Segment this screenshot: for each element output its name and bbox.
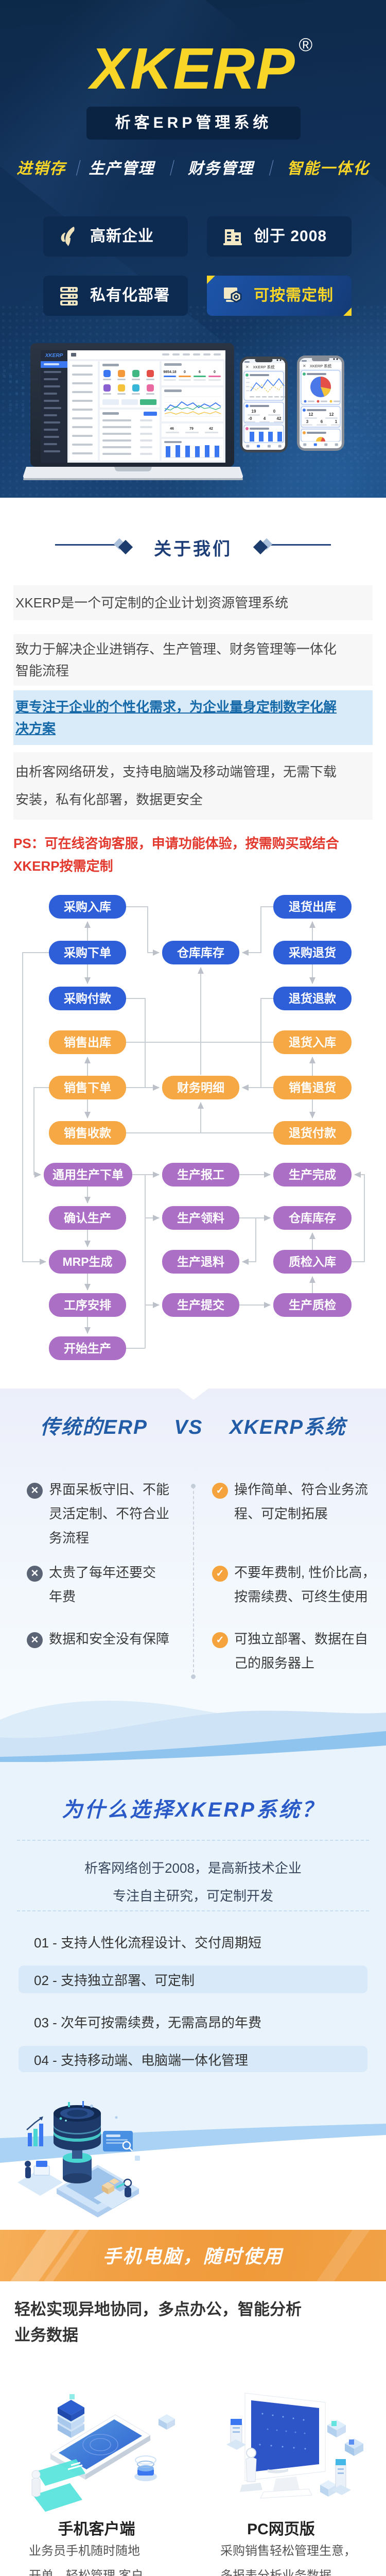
svg-text:19: 19 <box>252 409 256 414</box>
svg-text:仓库库存: 仓库库存 <box>177 946 224 959</box>
svg-text:0: 0 <box>214 370 216 374</box>
svg-text:生产提交: 生产提交 <box>177 1298 224 1312</box>
svg-text:采购付款: 采购付款 <box>64 992 112 1005</box>
svg-text:6: 6 <box>321 419 323 424</box>
svg-text:79: 79 <box>189 427 194 431</box>
svg-text:采购退货: 采购退货 <box>289 946 336 959</box>
svg-text:销售出库: 销售出库 <box>64 1036 111 1049</box>
svg-text:财务明细: 财务明细 <box>177 1081 224 1094</box>
svg-text:生产退料: 生产退料 <box>177 1255 224 1268</box>
svg-text:仓库库存: 仓库库存 <box>288 1211 336 1225</box>
svg-text:12: 12 <box>329 412 334 417</box>
svg-text:通用生产下单: 通用生产下单 <box>52 1168 124 1181</box>
svg-text:生产报工: 生产报工 <box>177 1168 224 1181</box>
svg-text:1: 1 <box>335 419 338 424</box>
svg-text:0: 0 <box>184 370 186 374</box>
svg-text:销售下单: 销售下单 <box>64 1081 111 1094</box>
svg-text:3: 3 <box>306 419 309 424</box>
svg-text:6: 6 <box>199 370 201 374</box>
svg-text:✕: ✕ <box>303 364 306 368</box>
svg-text:9854.18: 9854.18 <box>163 370 176 374</box>
svg-text:采购下单: 采购下单 <box>64 946 111 959</box>
svg-text:退货付款: 退货付款 <box>289 1126 337 1140</box>
svg-text:采购入库: 采购入库 <box>64 900 111 913</box>
svg-text:XKERP 系统: XKERP 系统 <box>310 363 332 368</box>
svg-text:42: 42 <box>277 416 282 421</box>
svg-text:销售收款: 销售收款 <box>64 1126 112 1140</box>
svg-text:工序安排: 工序安排 <box>64 1298 111 1312</box>
svg-text:✕: ✕ <box>245 365 249 369</box>
svg-text:-0: -0 <box>248 416 252 421</box>
svg-text:MRP生成: MRP生成 <box>62 1255 112 1268</box>
svg-text:退货出库: 退货出库 <box>289 900 336 913</box>
svg-text:0: 0 <box>273 409 276 414</box>
svg-text:生产质检: 生产质检 <box>289 1298 336 1312</box>
svg-text:退货入库: 退货入库 <box>289 1036 336 1049</box>
svg-text:生产领料: 生产领料 <box>177 1211 224 1225</box>
svg-text:46: 46 <box>170 427 174 431</box>
svg-text:4: 4 <box>264 416 266 421</box>
svg-text:退货退款: 退货退款 <box>289 992 337 1005</box>
svg-text:确认生产: 确认生产 <box>64 1211 111 1225</box>
svg-text:XKERP: XKERP <box>45 353 63 359</box>
svg-text:12: 12 <box>309 412 313 417</box>
svg-text:42: 42 <box>209 427 213 431</box>
svg-text:销售退货: 销售退货 <box>289 1081 336 1094</box>
svg-text:开始生产: 开始生产 <box>64 1342 111 1355</box>
svg-text:质检入库: 质检入库 <box>289 1255 336 1268</box>
svg-text:生产完成: 生产完成 <box>289 1168 336 1181</box>
svg-text:XKERP 系统: XKERP 系统 <box>253 364 275 369</box>
